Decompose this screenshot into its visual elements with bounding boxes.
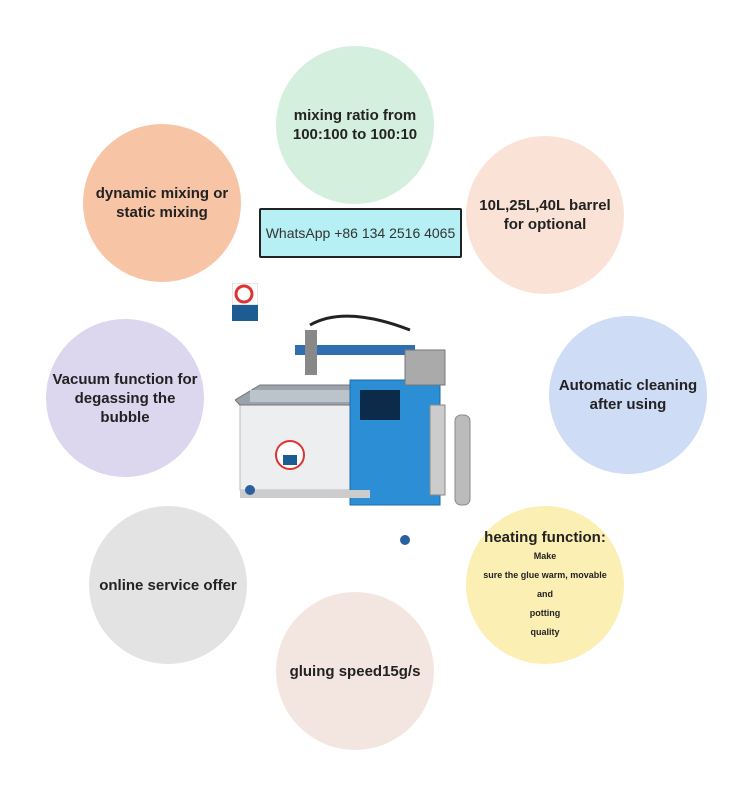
heating-line: sure the glue warm, movable and <box>483 570 607 599</box>
feature-mixing-type: dynamic mixing or static mixing <box>83 124 241 282</box>
feature-text: mixing ratio from 100:100 to 100:10 <box>292 107 418 143</box>
feature-text: 10L,25L,40L barrel for optional <box>479 197 611 233</box>
feature-text: online service offer <box>99 576 237 594</box>
feature-text: dynamic mixing or static mixing <box>95 185 229 221</box>
heating-line: potting <box>529 608 561 618</box>
heating-line: quality <box>530 627 560 637</box>
brand-logo <box>232 283 258 321</box>
heating-title: heating function: <box>484 529 606 546</box>
heating-lead: Make <box>533 551 557 561</box>
feature-vacuum: Vacuum function for degassing the bubble <box>46 319 204 477</box>
feature-cleaning: Automatic cleaning after using <box>549 316 707 474</box>
feature-heating: heating function: Make sure the glue war… <box>466 506 624 664</box>
feature-text: gluing speed15g/s <box>289 662 421 680</box>
whatsapp-contact[interactable]: WhatsApp +86 134 2516 4065 <box>259 208 462 258</box>
feature-text: Vacuum function for degassing the bubble <box>52 370 198 426</box>
feature-barrel: 10L,25L,40L barrel for optional <box>466 136 624 294</box>
feature-speed: gluing speed15g/s <box>276 592 434 750</box>
feature-mixing-ratio: mixing ratio from 100:100 to 100:10 <box>276 46 434 204</box>
dispensing-machine-image <box>235 314 471 545</box>
feature-text: Automatic cleaning after using <box>558 377 698 413</box>
feature-service: online service offer <box>89 506 247 664</box>
